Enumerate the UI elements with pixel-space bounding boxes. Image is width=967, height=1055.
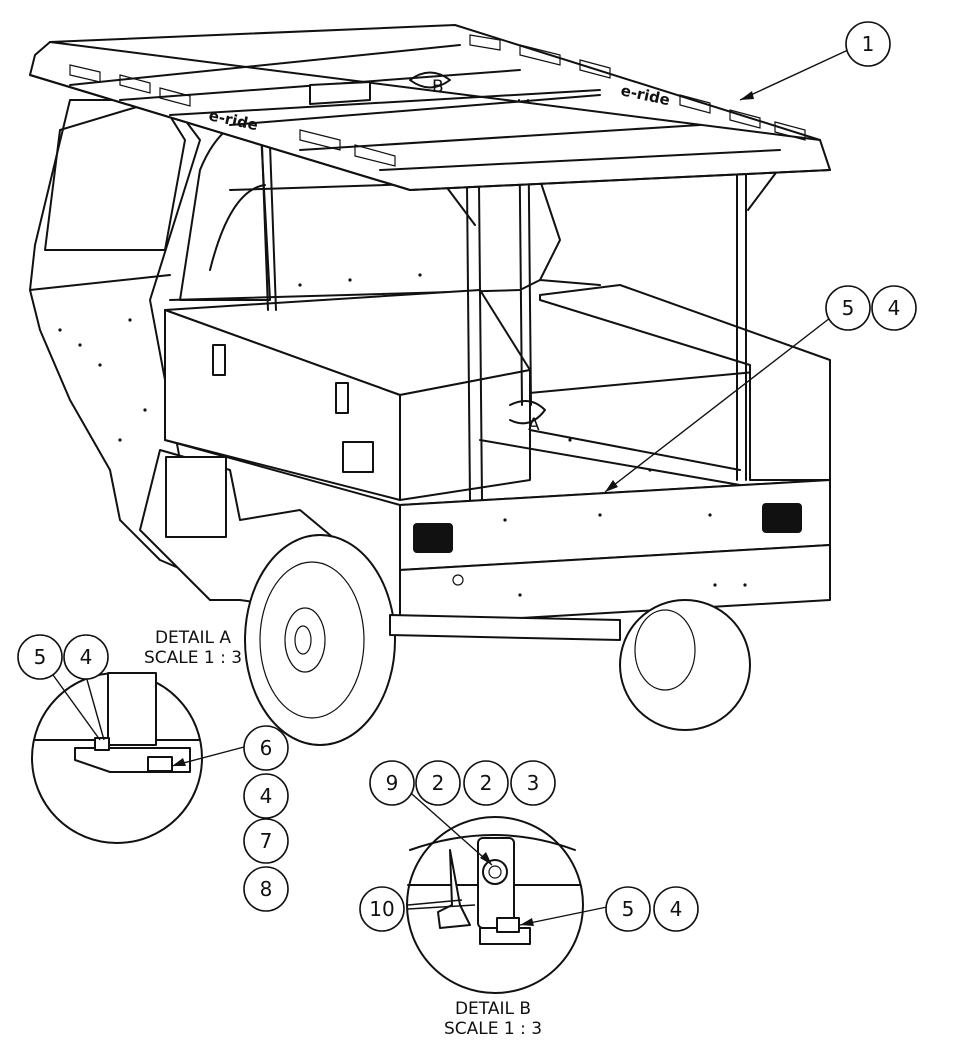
balloon-6: 6	[243, 725, 289, 771]
svg-text:2: 2	[480, 771, 493, 795]
balloon-2-first: 2	[415, 760, 461, 806]
svg-text:10: 10	[369, 897, 394, 921]
balloon-4-detail-b: 4	[653, 886, 699, 932]
svg-text:2: 2	[432, 771, 445, 795]
view-b-marker: B	[432, 77, 444, 97]
svg-text:9: 9	[386, 771, 399, 795]
svg-text:4: 4	[888, 296, 901, 320]
balloon-5-main: 5	[825, 285, 871, 331]
balloon-4-detail-a-stack: 4	[243, 773, 289, 819]
balloon-7: 7	[243, 818, 289, 864]
svg-text:6: 6	[260, 736, 273, 760]
balloon-8: 8	[243, 866, 289, 912]
detail-a-view: DETAIL A SCALE 1 : 3	[31, 628, 245, 844]
utility-cart-body: e-ride e-ride B A	[29, 24, 831, 746]
right-logo: e-ride	[619, 81, 672, 109]
svg-text:3: 3	[527, 771, 540, 795]
balloon-1: 1	[845, 21, 891, 67]
balloon-4-detail-a: 4	[63, 634, 109, 680]
detail-b-title: DETAIL B	[455, 999, 531, 1019]
svg-text:7: 7	[260, 829, 273, 853]
svg-text:5: 5	[34, 645, 47, 669]
detail-b-scale: SCALE 1 : 3	[444, 1019, 542, 1039]
balloon-3: 3	[510, 760, 556, 806]
main-leaders	[604, 49, 849, 493]
balloon-9: 9	[369, 760, 415, 806]
balloon-5-detail-b: 5	[605, 886, 651, 932]
svg-text:4: 4	[260, 784, 273, 808]
svg-text:1: 1	[862, 32, 875, 56]
svg-text:5: 5	[842, 296, 855, 320]
detail-a-scale: SCALE 1 : 3	[144, 648, 242, 668]
svg-text:5: 5	[622, 897, 635, 921]
detail-b-view: DETAIL B SCALE 1 : 3	[403, 786, 608, 1039]
balloon-5-detail-a: 5	[17, 634, 63, 680]
balloon-2-second: 2	[463, 760, 509, 806]
svg-text:4: 4	[670, 897, 683, 921]
balloon-10: 10	[359, 886, 405, 932]
svg-text:8: 8	[260, 877, 273, 901]
detail-a-title: DETAIL A	[155, 628, 231, 648]
view-a-marker: A	[528, 415, 540, 435]
balloon-4-main: 4	[871, 285, 917, 331]
svg-text:4: 4	[80, 645, 93, 669]
